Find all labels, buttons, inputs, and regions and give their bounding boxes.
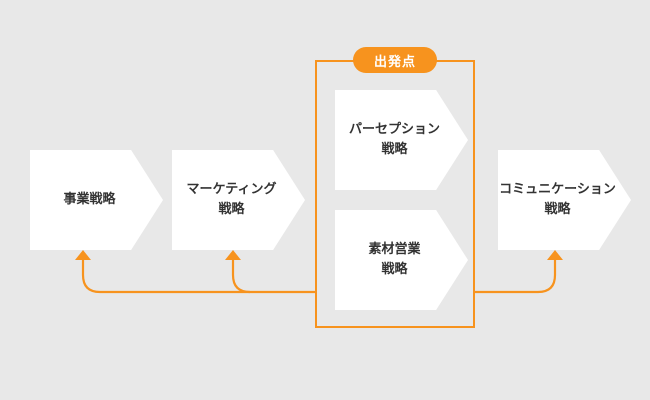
arrowhead-to-marketing [225, 250, 241, 260]
marketing-strategy-box: マーケティング 戦略 [172, 150, 305, 250]
perception-strategy-box: パーセプション 戦略 [335, 90, 468, 190]
starting-point-badge: 出発点 [353, 47, 437, 73]
material-sales-strategy-label: 素材営業 戦略 [368, 240, 434, 280]
material-sales-strategy-box: 素材営業 戦略 [335, 210, 468, 310]
perception-strategy-line-2: 戦略 [381, 142, 408, 157]
business-strategy-label: 事業戦略 [63, 190, 129, 210]
communication-strategy-line-2: 戦略 [544, 202, 571, 217]
business-strategy-box: 事業戦略 [30, 150, 163, 250]
communication-strategy-box: コミュニケーション 戦略 [498, 150, 631, 250]
marketing-strategy-line-1: マーケティング [186, 181, 277, 197]
feedback-line-to-business [81, 258, 315, 294]
business-strategy-line: 事業戦略 [63, 191, 116, 207]
marketing-strategy-label: マーケティング 戦略 [187, 180, 291, 220]
material-sales-strategy-line-2: 戦略 [381, 262, 408, 277]
perception-strategy-label: パーセプション 戦略 [349, 120, 454, 160]
arrowhead-to-communication [547, 250, 563, 260]
marketing-strategy-line-2: 戦略 [218, 202, 245, 217]
feedback-line-to-communication [475, 258, 557, 294]
perception-strategy-line-1: パーセプション [348, 121, 440, 137]
communication-strategy-line-1: コミュニケーション [499, 181, 616, 197]
arrowhead-to-business [75, 250, 91, 260]
material-sales-strategy-line-1: 素材営業 [368, 241, 421, 257]
feedback-line-to-marketing [231, 258, 251, 294]
communication-strategy-label: コミュニケーション 戦略 [499, 180, 630, 220]
